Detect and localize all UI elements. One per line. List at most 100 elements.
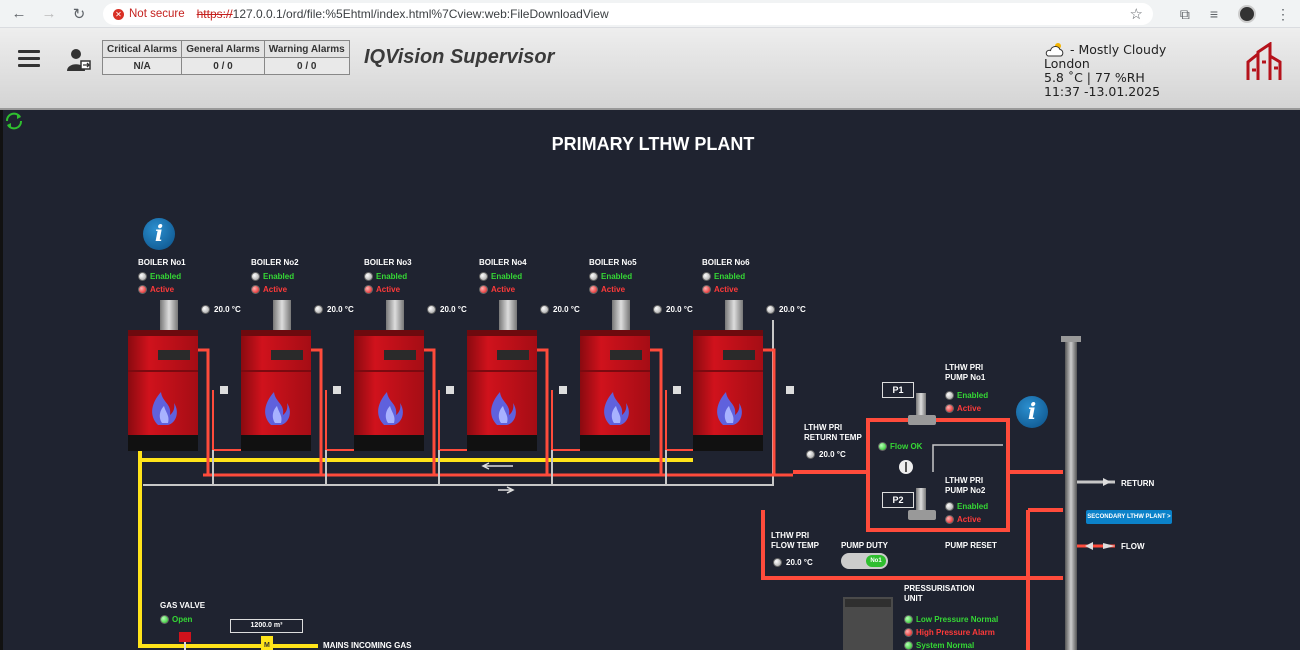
status-text: Enabled — [150, 272, 182, 281]
pump-1-box[interactable]: P1 — [882, 382, 914, 398]
pump-duty-toggle[interactable]: No1 — [841, 553, 888, 569]
weather-city: London — [1044, 56, 1090, 71]
pressurisation-label-2: UNIT — [904, 594, 923, 603]
back-icon[interactable]: ← — [11, 5, 27, 22]
app-title: IQVision Supervisor — [364, 46, 555, 68]
status-lamp-icon — [251, 272, 260, 281]
status-text: Active — [376, 285, 401, 294]
status-lamp-icon — [138, 272, 147, 281]
temp-value: 20.0 °C — [327, 305, 354, 314]
boiler-temp: 20.0 °C — [540, 305, 580, 314]
status-lamp-icon — [945, 515, 954, 524]
pump-duty-value: No1 — [866, 555, 886, 567]
app-header: Critical Alarms General Alarms Warning A… — [0, 28, 1300, 110]
flow-label: FLOW — [1121, 542, 1145, 551]
menu-kebab-icon[interactable]: ⋮ — [1276, 5, 1290, 22]
profile-avatar[interactable] — [1238, 5, 1256, 23]
security-indicator[interactable]: ✕ Not secure — [113, 8, 185, 20]
sensor-icon — [427, 305, 436, 314]
return-temp-value: 20.0 °C — [819, 450, 846, 459]
status-lamp-icon — [878, 442, 887, 451]
status-lamp-icon — [904, 628, 913, 637]
forward-icon[interactable]: → — [41, 5, 57, 22]
boiler-info-icon[interactable]: i — [143, 218, 175, 250]
warning-alarms-value: 0 / 0 — [263, 57, 350, 75]
return-label: RETURN — [1121, 479, 1155, 488]
general-alarms-header[interactable]: General Alarms — [181, 40, 265, 58]
weather-reading: 5.8 ˚C | 77 %RH — [1044, 70, 1145, 85]
boiler-temp: 20.0 °C — [653, 305, 693, 314]
boiler-name: BOILER No4 — [479, 258, 527, 267]
boiler-enabled-status: Enabled — [479, 272, 522, 281]
status-text: Low Pressure Normal — [916, 615, 999, 624]
address-bar[interactable]: ✕ Not secure https:// 127.0.0.1/ord/file… — [103, 3, 1153, 25]
sensor-icon — [653, 305, 662, 314]
pump-2-label-2: PUMP No2 — [945, 486, 986, 495]
pump-1-enabled-status: Enabled — [945, 391, 988, 400]
flow-temp-label-2: FLOW TEMP — [771, 541, 819, 550]
status-lamp-icon — [479, 272, 488, 281]
pump-2-box[interactable]: P2 — [882, 492, 914, 508]
sensor-icon — [540, 305, 549, 314]
partly-cloudy-icon — [1045, 43, 1064, 57]
status-lamp-icon — [589, 272, 598, 281]
boiler-active-status: Active — [479, 285, 515, 294]
critical-alarms-header[interactable]: Critical Alarms — [101, 40, 183, 58]
boiler-name: BOILER No1 — [138, 258, 186, 267]
status-text: Active — [263, 285, 288, 294]
pump-info-icon[interactable]: i — [1016, 396, 1048, 428]
media-icon[interactable]: ≡ — [1209, 6, 1218, 22]
return-temp-sensor[interactable]: 20.0 °C — [806, 450, 846, 459]
status-text: Enabled — [714, 272, 746, 281]
flow-ok-status: Flow OK — [878, 442, 922, 451]
status-text: Flow OK — [890, 442, 923, 451]
status-lamp-icon — [904, 615, 913, 624]
critical-alarms-value: N/A — [101, 57, 183, 75]
return-temp-label-1: LTHW PRI — [804, 423, 843, 432]
hamburger-menu-icon[interactable] — [18, 50, 40, 71]
status-lamp-icon — [160, 615, 169, 624]
boiler-enabled-status: Enabled — [138, 272, 181, 281]
boiler-active-status: Active — [138, 285, 174, 294]
boiler-enabled-status: Enabled — [364, 272, 407, 281]
sensor-icon — [773, 558, 782, 567]
boiler-enabled-status: Enabled — [251, 272, 294, 281]
status-text: System Normal — [916, 641, 975, 650]
alarm-summary-table[interactable]: Critical Alarms General Alarms Warning A… — [101, 40, 350, 75]
status-text: Active — [601, 285, 626, 294]
status-lamp-icon — [364, 272, 373, 281]
boiler-active-status: Active — [251, 285, 287, 294]
bookmark-star-icon[interactable]: ☆ — [1129, 6, 1143, 23]
secondary-lthw-plant-button[interactable]: SECONDARY LTHW PLANT > — [1086, 510, 1172, 524]
flow-temp-sensor[interactable]: 20.0 °C — [773, 558, 813, 567]
url-text: 127.0.0.1/ord/file:%5Ehtml/index.html%7C… — [232, 7, 609, 21]
status-text: Active — [150, 285, 175, 294]
refresh-icon[interactable] — [3, 110, 25, 132]
boiler-temp: 20.0 °C — [766, 305, 806, 314]
warning-alarms-header[interactable]: Warning Alarms — [263, 40, 350, 58]
security-label: Not secure — [129, 8, 185, 20]
status-text: Enabled — [957, 391, 989, 400]
reload-icon[interactable]: ↻ — [72, 5, 86, 23]
status-text: Active — [957, 515, 982, 524]
status-lamp-icon — [945, 391, 954, 400]
temp-value: 20.0 °C — [779, 305, 806, 314]
plant-title: PRIMARY LTHW PLANT — [551, 134, 755, 154]
temp-value: 20.0 °C — [440, 305, 467, 314]
status-text: High Pressure Alarm — [916, 628, 995, 637]
weather-condition: - Mostly Cloudy — [1070, 41, 1167, 57]
status-lamp-icon — [702, 272, 711, 281]
extensions-icon[interactable]: ⧉ — [1179, 5, 1190, 22]
sensor-icon — [766, 305, 775, 314]
pump-1-active-status: Active — [945, 404, 981, 413]
boiler-name: BOILER No6 — [702, 258, 750, 267]
general-alarms-value: 0 / 0 — [181, 57, 265, 75]
pump-2-label-1: LTHW PRI — [945, 476, 984, 485]
status-text: Active — [491, 285, 516, 294]
boiler-active-status: Active — [589, 285, 625, 294]
boiler-name: BOILER No5 — [589, 258, 637, 267]
user-logout-icon[interactable] — [66, 47, 92, 73]
pump-2-active-status: Active — [945, 515, 981, 524]
boiler-temp: 20.0 °C — [427, 305, 467, 314]
sensor-icon — [314, 305, 323, 314]
